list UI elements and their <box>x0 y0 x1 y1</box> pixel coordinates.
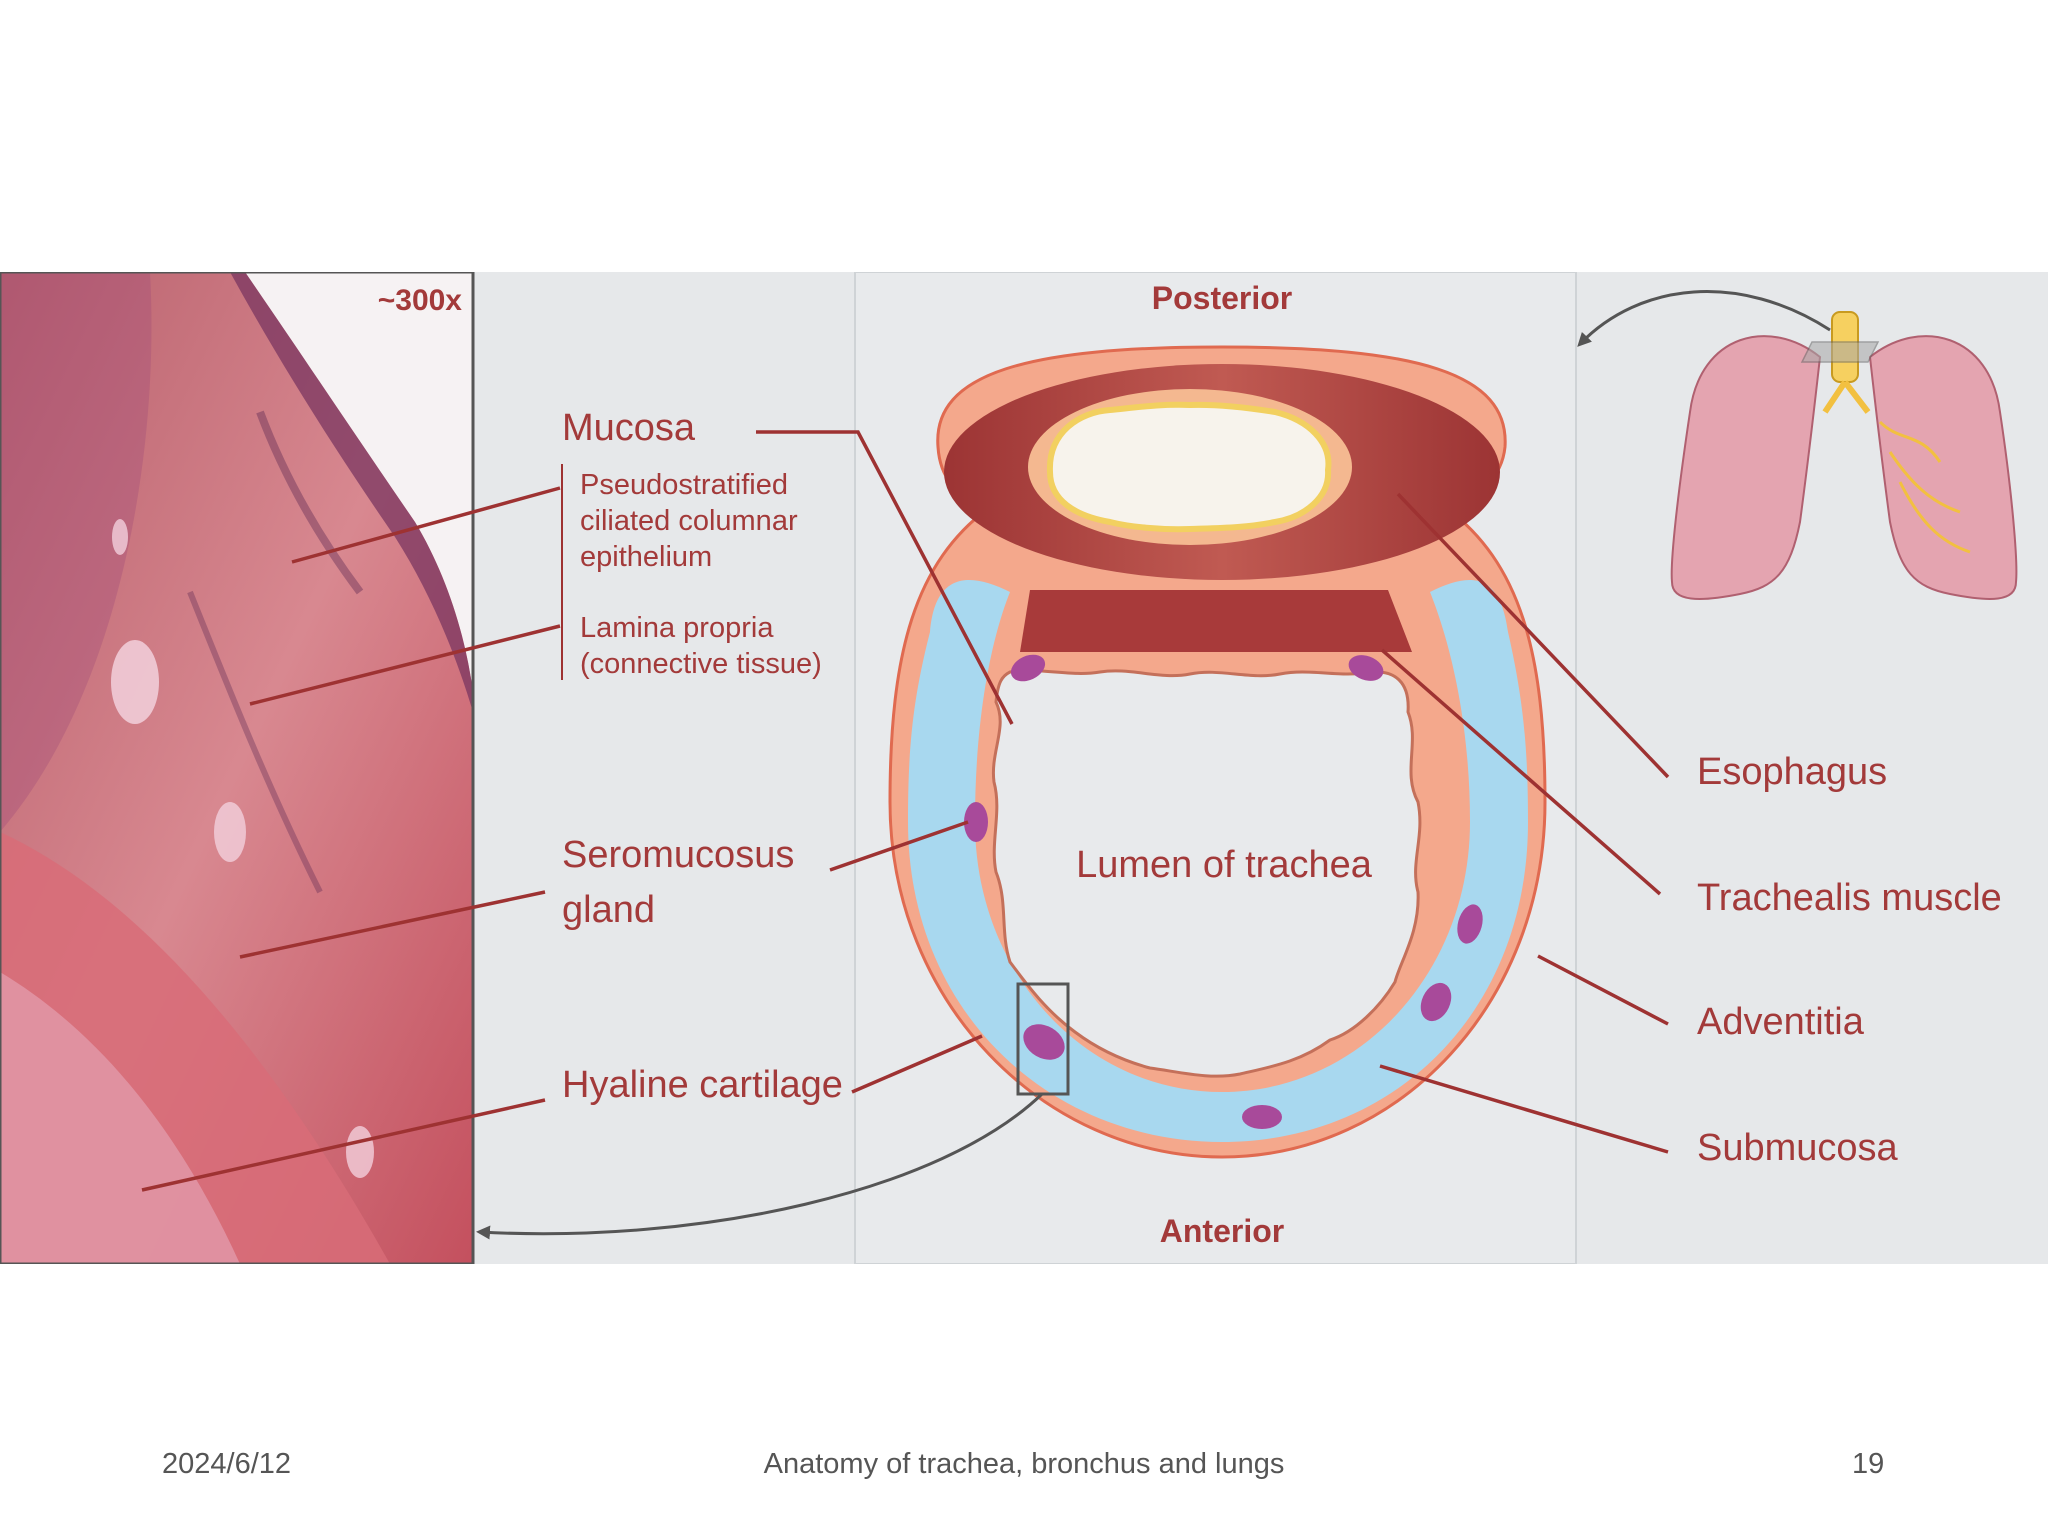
adventitia-label: Adventitia <box>1697 1001 1865 1043</box>
epithelium-label-line1: Pseudostratified <box>580 469 788 501</box>
lumen-label: Lumen of trachea <box>1076 844 1373 886</box>
gland-label-line1: Seromucosus <box>562 834 794 876</box>
trachea-cross-section <box>888 345 1547 1159</box>
slide-date: 2024/6/12 <box>162 1448 292 1480</box>
trachealis-muscle-shape <box>1020 590 1412 652</box>
leader-lines <box>756 430 1670 1154</box>
gland-label-line2: gland <box>562 889 655 931</box>
seromucous-glands <box>964 654 1483 1129</box>
histology-micrograph <box>0 272 475 1264</box>
magnification-label: ~300x <box>378 284 463 317</box>
trachea-lumen <box>991 669 1422 1078</box>
cross-section-to-micrograph-arrow <box>476 1092 1044 1240</box>
lamina-label-line1: Lamina propria <box>580 612 774 644</box>
micrograph-pointer-lines <box>141 486 561 1192</box>
anterior-label: Anterior <box>1160 1213 1284 1249</box>
cartilage-label: Hyaline cartilage <box>562 1064 843 1106</box>
epithelium-label-line2: ciliated columnar <box>580 505 798 537</box>
trachealis-label: Trachealis muscle <box>1697 877 2002 919</box>
posterior-label: Posterior <box>1152 280 1292 316</box>
esophagus-lumen <box>1046 401 1332 533</box>
submucosa-label: Submucosa <box>1697 1127 1899 1169</box>
cartilage-ring <box>908 580 1528 1142</box>
epithelium-label-line3: epithelium <box>580 541 712 573</box>
trachea-figure: ~300x <box>0 272 2048 1264</box>
lungs-to-cross-section-arrow <box>1577 290 1831 347</box>
slide-title: Anatomy of trachea, bronchus and lungs <box>763 1448 1285 1480</box>
slide-page-number: 19 <box>1852 1448 1885 1480</box>
mucosa-label: Mucosa <box>562 407 696 449</box>
esophagus-label: Esophagus <box>1697 751 1887 793</box>
magnified-region-box <box>1016 982 1070 1096</box>
lungs-illustration <box>1670 311 2018 600</box>
lamina-label-line2: (connective tissue) <box>580 648 822 680</box>
